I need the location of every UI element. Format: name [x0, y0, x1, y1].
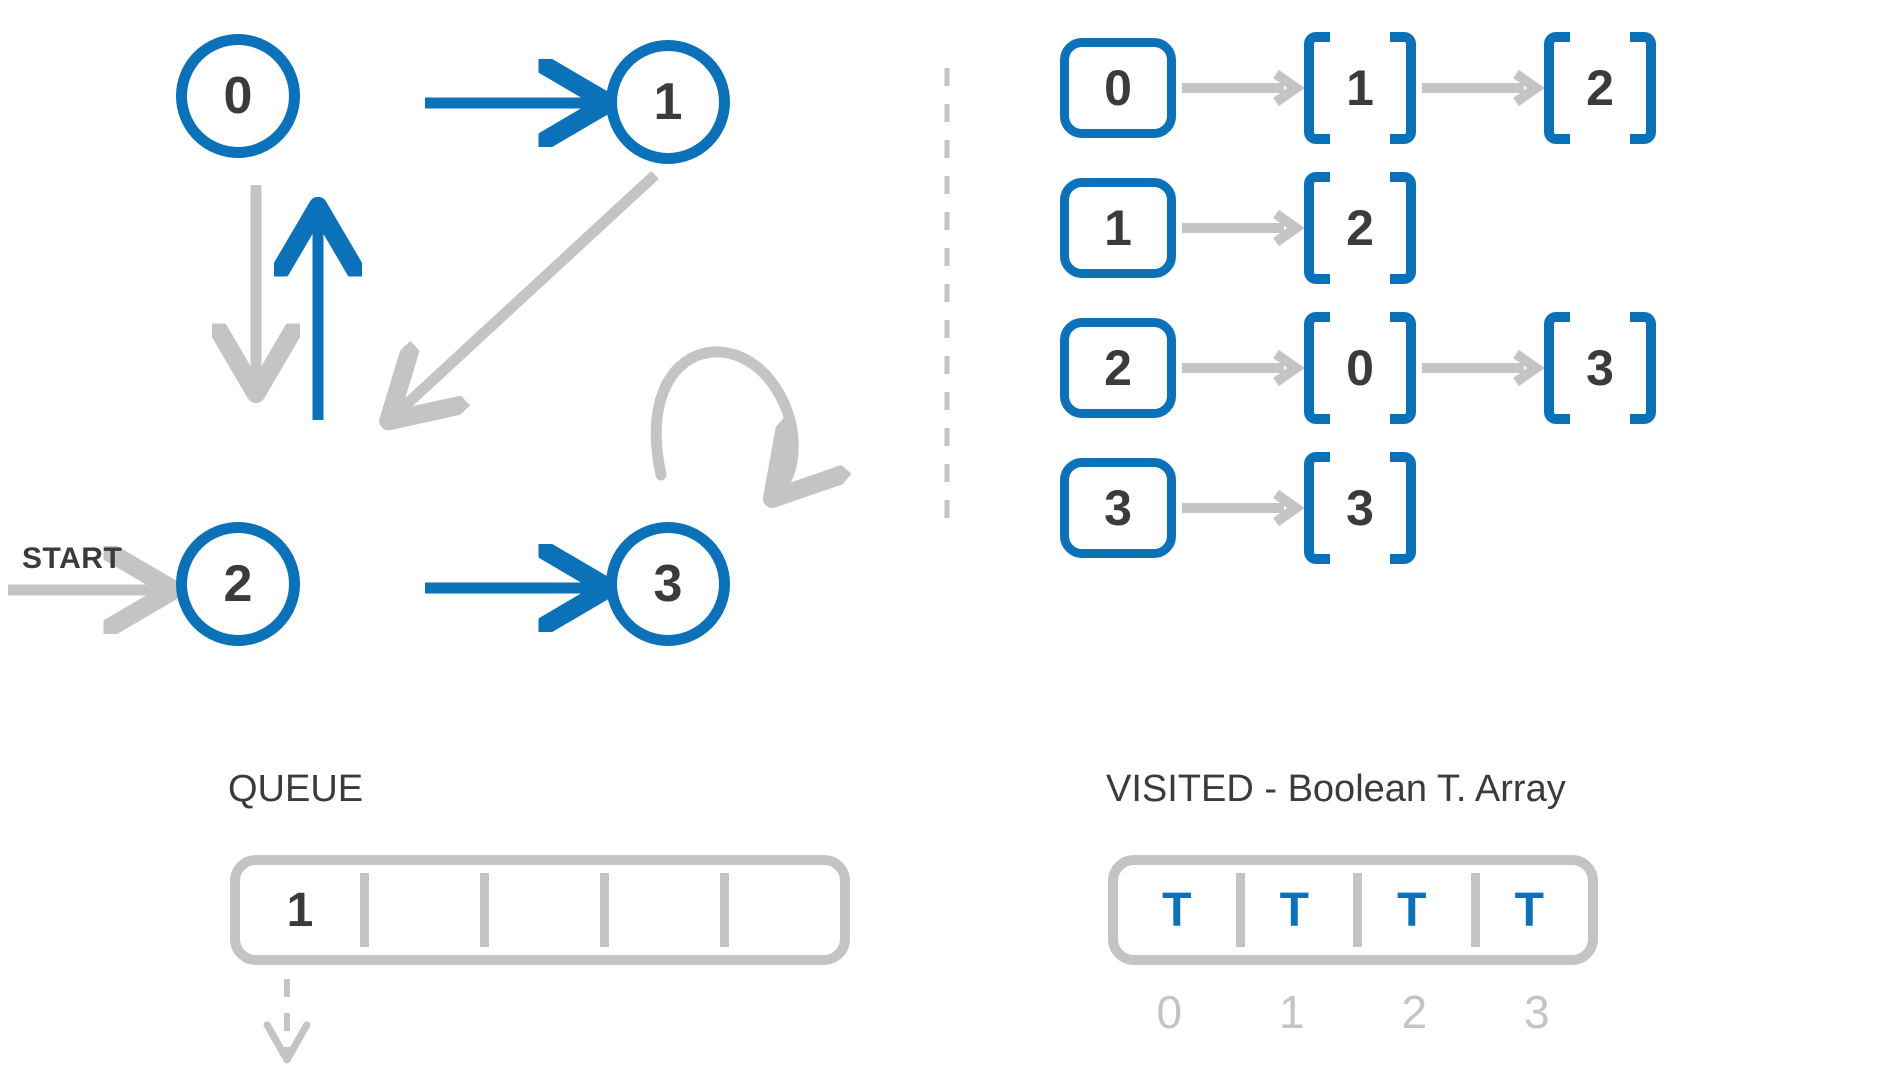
adjacency-arrow-icon [1416, 348, 1545, 388]
visited-box: T T T T [1108, 855, 1598, 965]
visited-slot[interactable]: T [1353, 865, 1471, 955]
queue-slot[interactable] [600, 865, 720, 955]
adjacency-value-cell[interactable]: 2 [1544, 32, 1656, 144]
queue-slot[interactable] [480, 865, 600, 955]
visited-slot[interactable]: T [1470, 865, 1589, 955]
visited-index: 0 [1156, 986, 1183, 1038]
queue-slot[interactable]: 1 [286, 883, 314, 937]
edge-3-self-loop [650, 346, 793, 492]
visited-index-row: 0 1 2 3 [1108, 985, 1598, 1039]
adjacency-key-0[interactable]: 0 [1060, 38, 1176, 138]
adjacency-key-3[interactable]: 3 [1060, 458, 1176, 558]
adjacency-cell-placeholder [1544, 452, 1656, 564]
adjacency-arrow-icon [1176, 348, 1305, 388]
queue-title: QUEUE [228, 768, 364, 810]
adjacency-key-1[interactable]: 1 [1060, 178, 1176, 278]
adjacency-list: 0 1 2 1 [1060, 18, 1656, 578]
queue-slot[interactable] [360, 865, 480, 955]
adjacency-row-2: 2 0 3 [1060, 298, 1656, 438]
graph-node-0[interactable]: 0 [176, 34, 300, 158]
visited-index: 3 [1523, 986, 1550, 1038]
edge-1-to-2 [395, 170, 659, 415]
adjacency-arrow-icon [1176, 488, 1305, 528]
adjacency-arrow-icon [1416, 68, 1545, 108]
adjacency-value-cell[interactable]: 1 [1304, 32, 1416, 144]
adjacency-arrow-icon [1176, 208, 1305, 248]
visited-slot[interactable]: T [1162, 883, 1192, 937]
adjacency-value-cell[interactable]: 0 [1304, 312, 1416, 424]
visited-index: 1 [1278, 986, 1305, 1038]
adjacency-cell-placeholder [1544, 172, 1656, 284]
adjacency-row-0: 0 1 2 [1060, 18, 1656, 158]
adjacency-value-cell[interactable]: 2 [1304, 172, 1416, 284]
adjacency-value-cell[interactable]: 3 [1304, 452, 1416, 564]
queue-slot[interactable] [720, 865, 840, 955]
visited-slot[interactable]: T [1235, 865, 1354, 955]
graph-node-1[interactable]: 1 [606, 40, 730, 164]
visited-title: VISITED - Boolean T. Array [1106, 768, 1566, 810]
queue-box: 1 [230, 855, 850, 965]
adjacency-arrow-icon [1176, 68, 1305, 108]
graph-node-2[interactable]: 2 [176, 522, 300, 646]
visited-index: 2 [1401, 986, 1428, 1038]
adjacency-row-3: 3 3 [1060, 438, 1656, 578]
graph-node-3[interactable]: 3 [606, 522, 730, 646]
adjacency-value-cell[interactable]: 3 [1544, 312, 1656, 424]
adjacency-row-1: 1 2 [1060, 158, 1656, 298]
start-label: START [22, 542, 123, 575]
adjacency-key-2[interactable]: 2 [1060, 318, 1176, 418]
